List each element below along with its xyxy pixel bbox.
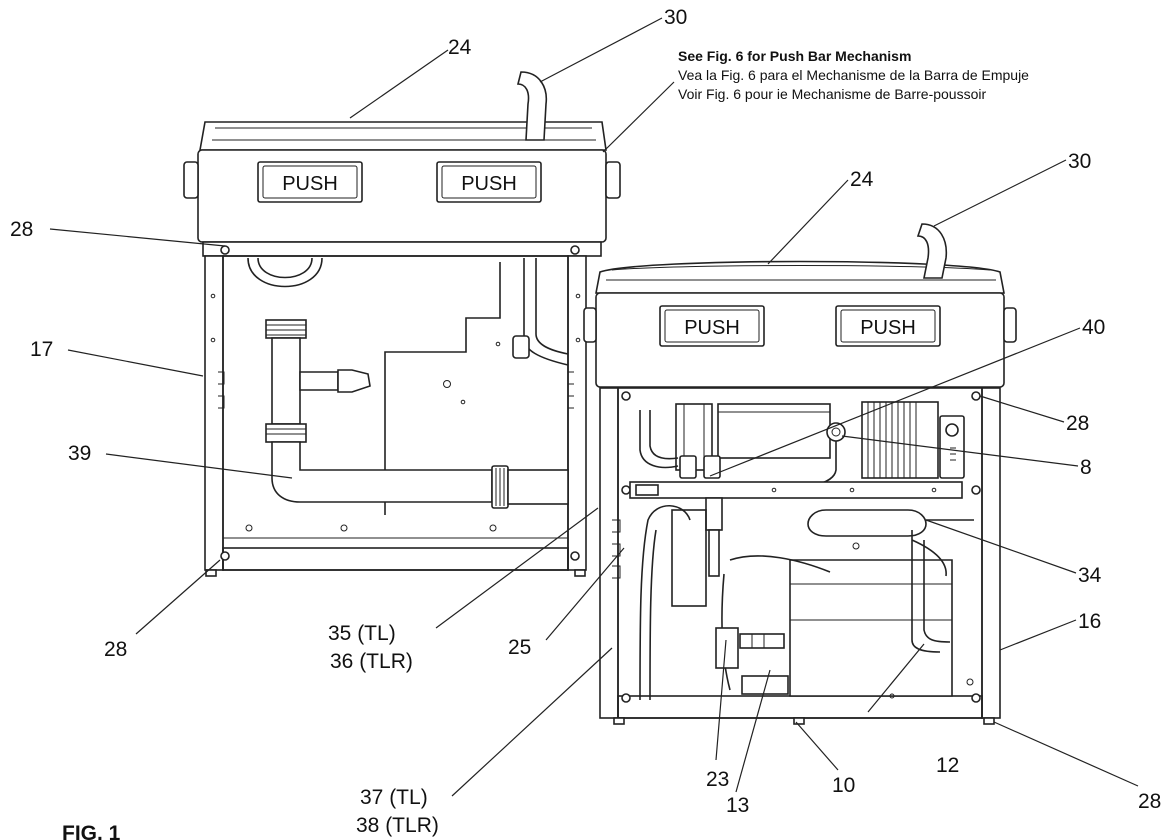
condenser-fins: [861, 401, 939, 479]
callout-8: 8: [1080, 456, 1092, 479]
callout-38: 38 (TLR): [356, 814, 439, 837]
push-button-left-2[interactable]: PUSH: [436, 161, 542, 203]
bubbler-right: [916, 223, 948, 279]
callout-23: 23: [706, 768, 729, 791]
callout-10: 10: [832, 774, 855, 797]
callout-30-left: 30: [664, 6, 687, 29]
callout-17: 17: [30, 338, 53, 361]
push-label: PUSH: [282, 173, 338, 195]
callout-30-right: 30: [1068, 150, 1091, 173]
push-bar-note: See Fig. 6 for Push Bar Mechanism Vea la…: [678, 48, 1029, 102]
callout-13: 13: [726, 794, 749, 817]
push-label: PUSH: [684, 317, 740, 339]
note-line-3: Voir Fig. 6 pour ie Mechanisme de Barre-…: [678, 86, 986, 102]
left-fountain-unit: PUSH PUSH: [183, 71, 621, 577]
compressor-tank: [789, 559, 953, 697]
figure-label: FIG. 1: [62, 822, 121, 840]
callout-28-bottom-left: 28: [104, 638, 127, 661]
callout-28-right-bottom: 28: [1138, 790, 1161, 813]
push-label: PUSH: [860, 317, 916, 339]
note-line-2: Vea la Fig. 6 para el Mechanisme de la B…: [678, 67, 1029, 83]
callout-16: 16: [1078, 610, 1101, 633]
callout-25: 25: [508, 636, 531, 659]
callout-24-right: 24: [850, 168, 874, 191]
callout-24-left: 24: [448, 36, 472, 59]
callout-28-right-top: 28: [1066, 412, 1089, 435]
callout-39: 39: [68, 442, 91, 465]
bubbler-left: [516, 71, 548, 141]
callout-12: 12: [936, 754, 959, 777]
callout-34: 34: [1078, 564, 1102, 587]
leader-lines: [49, 17, 1139, 797]
push-button-right-2[interactable]: PUSH: [835, 305, 941, 347]
callout-37: 37 (TL): [360, 786, 428, 809]
callout-28-top-left: 28: [10, 218, 33, 241]
note-line-1: See Fig. 6 for Push Bar Mechanism: [678, 48, 911, 64]
drain-assembly: [265, 319, 569, 509]
callouts: 24 30 28 17 39 28 35 (TL) 36 (TLR) 25 37…: [10, 6, 1161, 837]
right-fountain-unit: PUSH PUSH: [583, 223, 1017, 725]
push-button-left-1[interactable]: PUSH: [257, 161, 363, 203]
callout-36: 36 (TLR): [330, 650, 413, 673]
push-label: PUSH: [461, 173, 517, 195]
callout-40: 40: [1082, 316, 1105, 339]
push-button-right-1[interactable]: PUSH: [659, 305, 765, 347]
callout-35: 35 (TL): [328, 622, 396, 645]
